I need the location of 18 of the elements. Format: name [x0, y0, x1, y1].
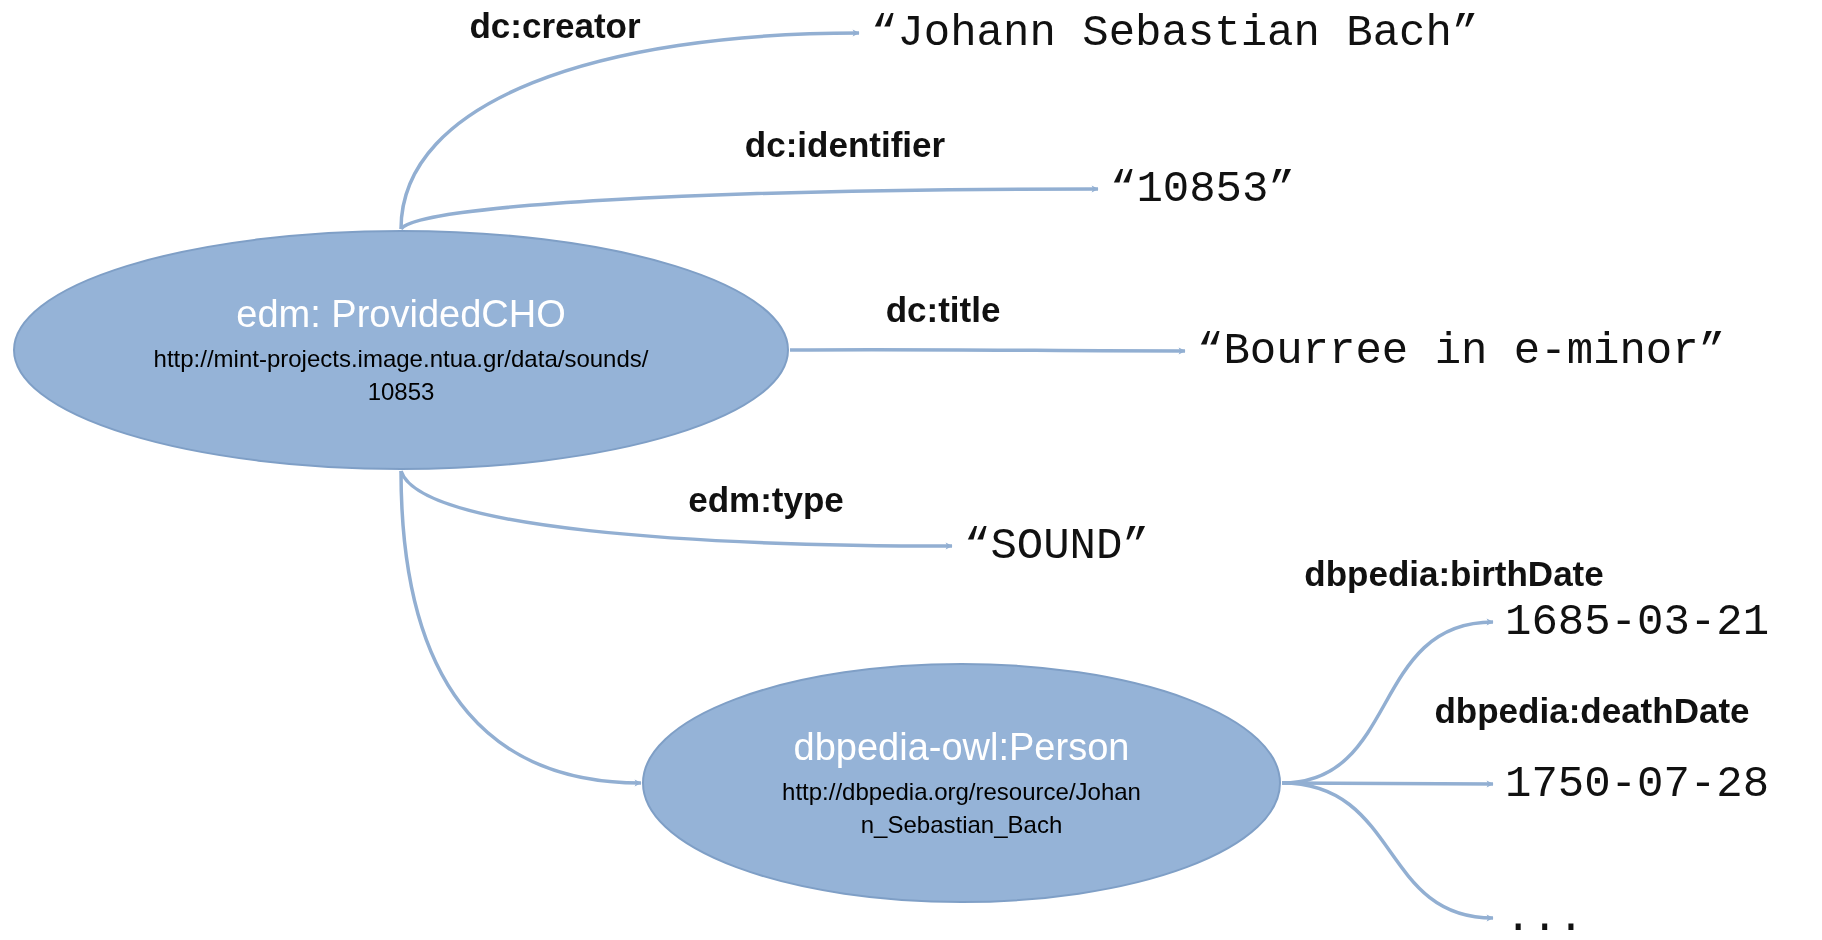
resource-type: edm: ProvidedCHO — [236, 291, 566, 337]
literal-value: “Johann Sebastian Bach” — [871, 11, 1479, 55]
resource-ellipse — [641, 662, 1282, 904]
literal-value: “Bourree in e-minor” — [1197, 329, 1726, 373]
arrow — [399, 470, 642, 787]
resource-uri: http://dbpedia.org/resource/Johann_Sebastian_Bach — [781, 777, 1142, 840]
arrow — [399, 29, 860, 230]
resource-uri: http://mint-projects.image.ntua.gr/data/sounds/10853 — [152, 344, 650, 407]
literal-value: ... — [1505, 896, 1585, 940]
literal-value: “SOUND” — [964, 524, 1149, 568]
literal-value: “10853” — [1110, 167, 1295, 211]
literal-value: 1685-03-21 — [1505, 600, 1770, 644]
resource-ellipse — [12, 229, 790, 471]
arrow — [1281, 781, 1494, 921]
arrow — [790, 347, 1186, 355]
arrow — [400, 185, 1099, 231]
literal-value: 1750-07-28 — [1505, 762, 1770, 806]
resource-type: dbpedia-owl:Person — [793, 724, 1130, 770]
